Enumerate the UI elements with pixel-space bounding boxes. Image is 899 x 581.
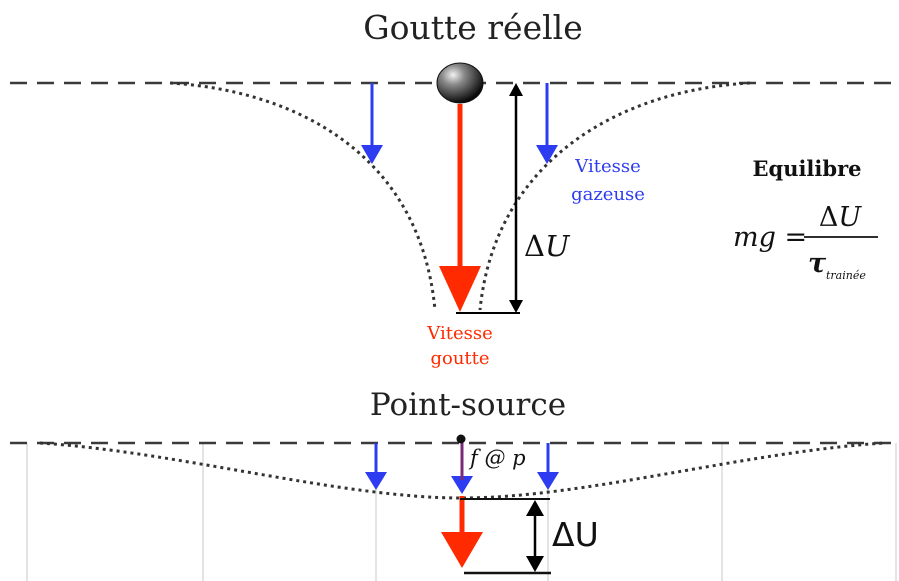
right-velocity-defect-curve [478,81,751,311]
gas-velocity-label-line1: Vitesse [574,156,640,177]
gas-velocity-arrow-left [361,83,383,164]
bottom-title: Point-source [370,387,566,423]
point-source-dot [456,434,466,444]
equilibrium-heading: Equilibre [753,156,862,181]
bottom-delta-u-dimension-arrow [526,500,544,572]
point-gas-arrow-right [537,443,559,490]
drop-velocity-arrow [439,104,481,312]
equation-lhs: mg = [733,222,807,253]
equation-numerator: ΔU [819,202,863,233]
left-velocity-defect-curve [169,81,437,311]
point-drop-velocity-arrow [441,496,483,568]
bottom-delta-u-label: ΔU [552,515,599,554]
droplet [436,62,484,104]
gas-velocity-label-line2: gazeuse [571,184,645,205]
drop-velocity-label-line2: goutte [430,348,489,369]
equation-denominator-subscript: trainée [826,269,866,282]
delta-u-top-label: ΔU [524,229,571,263]
point-gas-arrow-left [365,443,387,490]
delta-u-dimension-arrow [509,83,523,313]
gas-velocity-arrow-right [536,83,558,164]
equation-denominator-tau: τ [808,248,827,279]
drop-velocity-label-line1: Vitesse [426,323,492,344]
top-title: Goutte réelle [363,8,583,47]
point-force-label: f @ p [468,446,526,470]
